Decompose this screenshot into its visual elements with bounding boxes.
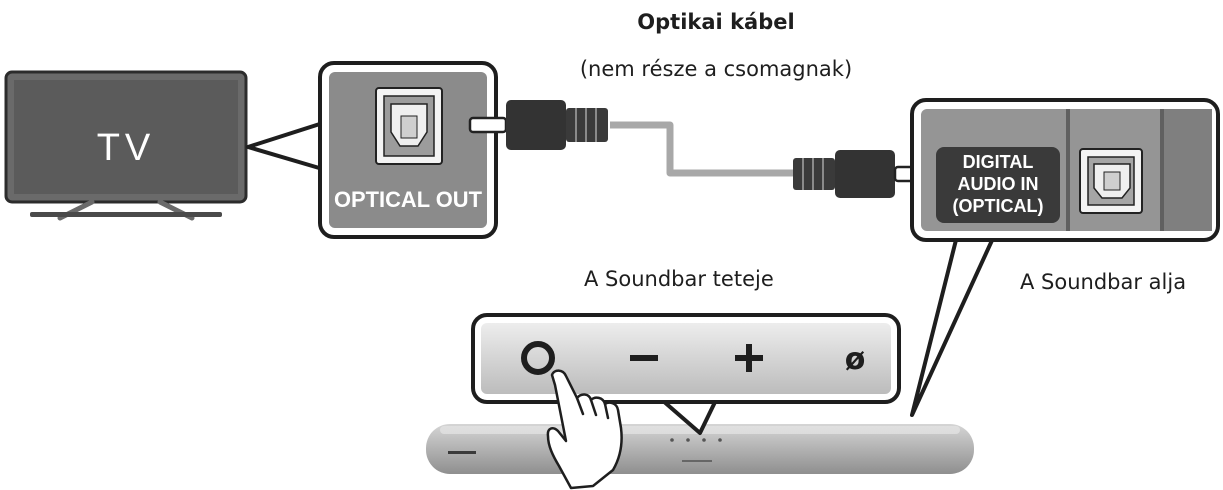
soundbar-top-callout: ø (471, 313, 901, 435)
optical-out-callout: OPTICAL OUT (318, 61, 498, 239)
soundbar-bottom-label: A Soundbar alja (1020, 270, 1187, 294)
digital-audio-in-callout: DIGITAL AUDIO IN (OPTICAL) (910, 98, 1220, 417)
hand-icon (546, 369, 623, 490)
soundbar-top-label: A Soundbar teteje (584, 267, 774, 291)
volume-down-button[interactable] (630, 355, 658, 361)
cable-label-note: (nem része a csomagnak) (579, 57, 853, 81)
optical-out-label: OPTICAL OUT (334, 187, 483, 212)
volume-up-button[interactable] (735, 344, 763, 372)
tv: TV (4, 70, 248, 221)
port-label-line-1: DIGITAL (963, 152, 1034, 172)
tv-label: TV (97, 127, 156, 169)
bluetooth-icon: ø (845, 342, 866, 377)
power-icon (521, 341, 555, 375)
cable-label-title: Optikai kábel (637, 10, 795, 34)
minus-icon (630, 355, 658, 361)
digital-audio-in-port-icon (1079, 148, 1143, 214)
bluetooth-button[interactable]: ø (845, 342, 866, 377)
plus-icon (735, 344, 763, 372)
port-label-line-2: AUDIO IN (958, 174, 1039, 194)
cable-plug-left (468, 100, 608, 150)
optical-cable (468, 100, 931, 198)
port-label-line-3: (OPTICAL) (953, 196, 1044, 216)
top-callout-pointer (660, 398, 718, 435)
cable-plug-right (793, 150, 931, 198)
optical-out-port-icon (375, 87, 443, 165)
bottom-callout-pointer (910, 231, 996, 417)
tv-callout-pointer (246, 120, 327, 172)
power-button[interactable] (521, 341, 555, 375)
